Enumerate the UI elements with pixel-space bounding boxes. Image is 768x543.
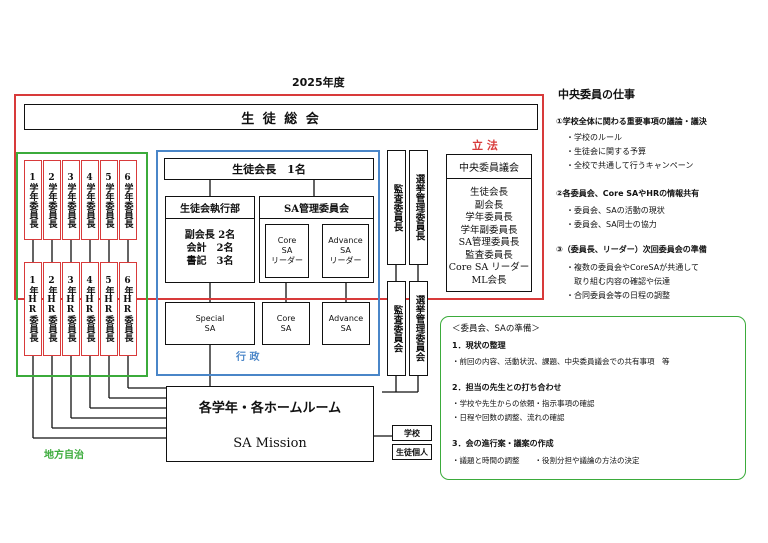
grade-leader-6: 6学年委員長 xyxy=(119,160,137,240)
hr-leader-3: 3年HR委員長 xyxy=(62,262,80,356)
duty-heading-2: ②各委員会、Core SAやHRの情報共有 xyxy=(556,189,700,198)
prep-heading-3: 3．会の進行案・議案の作成 xyxy=(452,439,554,448)
grade-leader-5: 5学年委員長 xyxy=(100,160,118,240)
sa-mission-label: SA Mission xyxy=(233,436,307,451)
central-committee-title: 中央委員議会 xyxy=(447,159,531,179)
executive-label: 行 政 xyxy=(236,352,260,363)
central-committee-members: 生徒会長 副会長 学年委員長 学年副委員長 SA管理委員長 監査委員長 Core… xyxy=(448,187,530,286)
sa-committee-title: SA管理委員会 xyxy=(260,197,373,219)
prep-item: ・学校や先生からの依頼・指示事項の確認 xyxy=(452,399,595,408)
duty-heading-3: ③（委員長、リーダー）次回委員会の準備 xyxy=(556,245,707,254)
president-box: 生徒会長 1名 xyxy=(164,158,374,180)
special-sa-box: Special SA xyxy=(165,302,255,345)
duty-item: ・委員会、SAの活動の現状 xyxy=(566,206,665,215)
prep-panel xyxy=(440,316,746,480)
hr-leader-6: 6年HR委員長 xyxy=(119,262,137,356)
grade-leader-3: 3学年委員長 xyxy=(62,160,80,240)
hr-leader-4: 4年HR委員長 xyxy=(81,262,99,356)
audit-chair-box: 監査委員長 xyxy=(387,150,406,265)
election-committee-box: 選挙管理委員会 xyxy=(409,281,428,376)
core-sa-leader-box: Core SA リーダー xyxy=(265,224,309,278)
hr-leader-5: 5年HR委員長 xyxy=(100,262,118,356)
homeroom-title: 各学年・各ホームルーム xyxy=(198,401,342,416)
grade-leader-1: 1学年委員長 xyxy=(24,160,42,240)
duty-item: ・委員会、SA同士の協力 xyxy=(566,220,657,229)
duty-item: ・生徒会に関する予算 xyxy=(566,147,646,156)
prep-item: ・前回の内容、活動状況、課題、中央委員議会での共有事項 等 xyxy=(452,357,670,366)
year-label: 2025年度 xyxy=(292,76,345,89)
hr-leader-1: 1年HR委員長 xyxy=(24,262,42,356)
election-chair-box: 選挙管理委員長 xyxy=(409,150,428,265)
grade-leader-2: 2学年委員長 xyxy=(43,160,61,240)
executive-frame xyxy=(156,150,380,376)
advance-sa-box: Advance SA xyxy=(322,302,370,345)
central-committee-box: 中央委員議会 生徒会長 副会長 学年委員長 学年副委員長 SA管理委員長 監査委… xyxy=(446,154,532,292)
duty-item: ・複数の委員会やCoreSAが共通して xyxy=(566,263,699,272)
exec-dept-title: 生徒会執行部 xyxy=(166,197,254,219)
audit-committee-box: 監査委員会 xyxy=(387,281,406,376)
general-assembly-box: 生 徒 総 会 xyxy=(24,104,538,130)
prep-title: ＜委員会、SAの準備＞ xyxy=(452,324,540,334)
duty-item: ・全校で共通して行うキャンペーン xyxy=(566,161,694,170)
prep-heading-2: 2．担当の先生との打ち合わせ xyxy=(452,383,562,392)
core-sa-box: Core SA xyxy=(262,302,310,345)
hr-leader-2: 2年HR委員長 xyxy=(43,262,61,356)
school-box: 学校 xyxy=(392,425,432,441)
local-autonomy-label: 地方自治 xyxy=(44,450,84,461)
exec-dept-box: 生徒会執行部 副会長 2名 会計 2名 書記 3名 xyxy=(165,196,255,283)
homeroom-box: 各学年・各ホームルーム SA Mission xyxy=(166,386,374,462)
local-autonomy-frame xyxy=(16,152,148,377)
legislative-frame xyxy=(14,94,544,300)
prep-heading-1: 1．現状の整理 xyxy=(452,341,506,350)
duty-item: 取り組む内容の確認や伝達 xyxy=(566,277,670,286)
grade-leader-4: 4学年委員長 xyxy=(81,160,99,240)
duties-title: 中央委員の仕事 xyxy=(558,88,635,101)
advance-sa-leader-box: Advance SA リーダー xyxy=(322,224,369,278)
exec-dept-members: 副会長 2名 会計 2名 書記 3名 xyxy=(184,230,236,267)
legislative-label: 立 法 xyxy=(472,139,498,152)
individual-student-box: 生徒個人 xyxy=(392,444,432,460)
duty-heading-1: ①学校全体に関わる重要事項の議論・議決 xyxy=(556,117,707,126)
prep-item: ・議題と時間の調整 ・役割分担や議論の方法の決定 xyxy=(452,456,640,465)
duty-item: ・合同委員会等の日程の調整 xyxy=(566,291,670,300)
prep-item: ・日程や回数の調整、流れの確認 xyxy=(452,413,565,422)
duty-item: ・学校のルール xyxy=(566,133,622,142)
